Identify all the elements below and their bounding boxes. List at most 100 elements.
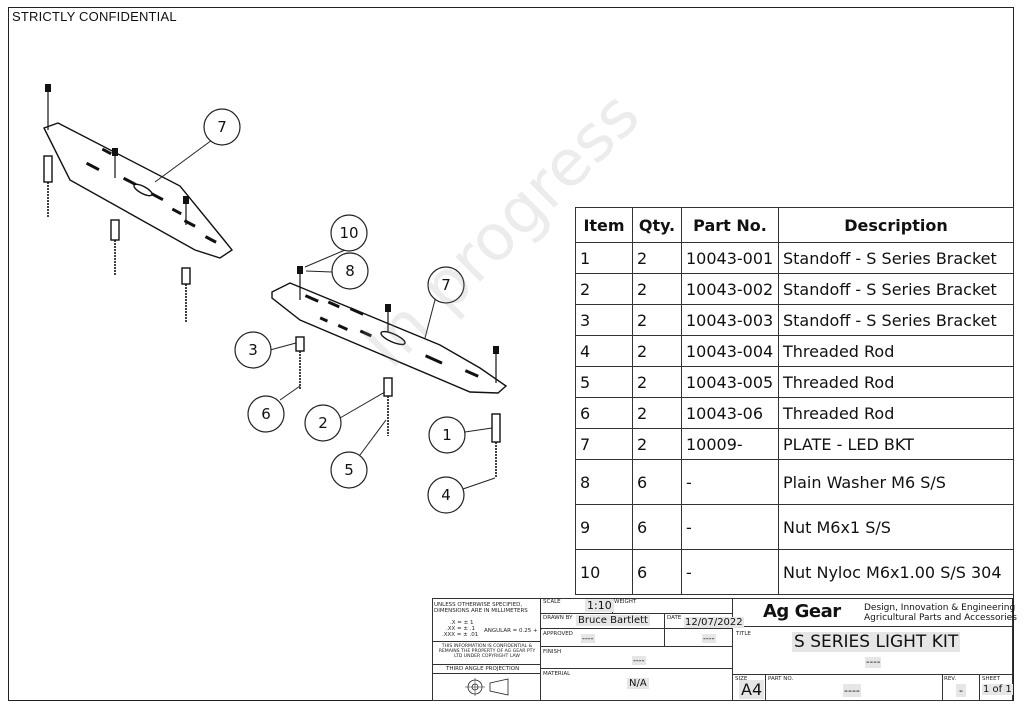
bom-header-row: Item Qty. Part No. Description bbox=[575, 207, 1014, 243]
finish-label: FINISH bbox=[543, 649, 562, 655]
tolerance-xxx: .XXX = ± .01 bbox=[442, 632, 479, 638]
approved-value: ---- bbox=[581, 634, 595, 643]
svg-text:7: 7 bbox=[217, 118, 227, 136]
rev-value: - bbox=[956, 684, 966, 697]
bom-cell: 2 bbox=[632, 304, 682, 336]
part-no-label: PART NO. bbox=[768, 676, 794, 682]
approved-label: APPROVED bbox=[543, 631, 573, 637]
svg-text:3: 3 bbox=[248, 341, 258, 359]
scale-label: SCALE bbox=[543, 599, 561, 605]
bom-cell: Nut Nyloc M6x1.00 S/S 304 bbox=[778, 549, 1014, 595]
bom-header-part-no: Part No. bbox=[681, 207, 779, 243]
bom-cell: - bbox=[681, 504, 779, 550]
tolerance-note: UNLESS OTHERWISE SPECIFIED, DIMENSIONS A… bbox=[434, 602, 528, 614]
bom-cell: 10043-004 bbox=[681, 335, 779, 367]
bom-cell: 8 bbox=[575, 459, 633, 505]
confidential-label: STRICTLY CONFIDENTIAL bbox=[12, 9, 177, 24]
lower-assembly bbox=[271, 266, 508, 478]
bom-cell: Plain Washer M6 S/S bbox=[778, 459, 1014, 505]
bom-cell: 10043-06 bbox=[681, 397, 779, 429]
bom-cell: Threaded Rod bbox=[778, 366, 1014, 398]
company-tagline-1: Design, Innovation & Engineering bbox=[864, 603, 1016, 613]
bom-cell: Threaded Rod bbox=[778, 397, 1014, 429]
bom-cell: Standoff - S Series Bracket bbox=[778, 273, 1014, 305]
tolerance-xx: .XX = ± .1 bbox=[446, 626, 475, 632]
bom-cell: 6 bbox=[632, 549, 682, 595]
bom-cell: 2 bbox=[575, 273, 633, 305]
svg-text:1: 1 bbox=[442, 426, 452, 444]
bom-cell: 10043-002 bbox=[681, 273, 779, 305]
title-label: TITLE bbox=[736, 631, 751, 637]
rev-label: REV. bbox=[944, 676, 957, 682]
drawing-title: S SERIES LIGHT KIT bbox=[792, 632, 961, 652]
svg-text:10: 10 bbox=[339, 224, 358, 242]
size-value: A4 bbox=[739, 680, 765, 699]
drawn-by-value: Bruce Bartlett bbox=[576, 615, 650, 626]
bom-cell: PLATE - LED BKT bbox=[778, 428, 1014, 460]
bom-cell: 2 bbox=[632, 273, 682, 305]
bom-cell: 2 bbox=[632, 335, 682, 367]
bom-cell: 9 bbox=[575, 504, 633, 550]
upper-assembly bbox=[43, 84, 234, 322]
confidential-note: THIS INFORMATION IS CONFIDENTIAL & REMAI… bbox=[438, 644, 536, 659]
balloon-item-5: 5 bbox=[330, 451, 368, 489]
bom-cell: 4 bbox=[575, 335, 633, 367]
balloon-item-3: 3 bbox=[234, 331, 272, 369]
drawn-by-label: DRAWN BY bbox=[543, 615, 573, 621]
bom-cell: Standoff - S Series Bracket bbox=[778, 242, 1014, 274]
balloon-item-4: 4 bbox=[427, 476, 465, 514]
bom-cell: 1 bbox=[575, 242, 633, 274]
balloon-item-10: 10 bbox=[330, 214, 368, 252]
bom-cell: 5 bbox=[575, 366, 633, 398]
material-value: N/A bbox=[627, 678, 649, 689]
sheet-label: SHEET bbox=[982, 676, 1000, 682]
bom-header-item: Item bbox=[575, 207, 633, 243]
balloon-item-6: 6 bbox=[247, 395, 285, 433]
third-angle-projection-icon bbox=[465, 678, 509, 696]
bom-cell: 7 bbox=[575, 428, 633, 460]
svg-text:2: 2 bbox=[318, 414, 328, 432]
balloon-item-1: 1 bbox=[428, 416, 466, 454]
angular-tolerance: ANGULAR = 0.25 + ° bbox=[484, 628, 543, 634]
bom-cell: 2 bbox=[632, 366, 682, 398]
size-label: SIZE bbox=[735, 676, 748, 682]
date-value: 12/07/2022 bbox=[684, 617, 744, 628]
tolerance-x: .X = ± 1 bbox=[450, 620, 474, 626]
leader-lines bbox=[154, 139, 496, 491]
drawing-subtitle: ---- bbox=[865, 657, 882, 668]
balloon-item-8: 8 bbox=[331, 252, 369, 290]
bom-cell: 10043-005 bbox=[681, 366, 779, 398]
svg-text:4: 4 bbox=[441, 486, 451, 504]
scale-value: 1:10 bbox=[585, 599, 614, 612]
sheet-value: 1 of 1 bbox=[982, 684, 1013, 695]
bom-cell: - bbox=[681, 459, 779, 505]
bom-cell: 10043-001 bbox=[681, 242, 779, 274]
approved-date-value: ---- bbox=[702, 634, 716, 643]
bom-cell: Standoff - S Series Bracket bbox=[778, 304, 1014, 336]
bom-cell: Nut M6x1 S/S bbox=[778, 504, 1014, 550]
balloon-item-7-lower: 7 bbox=[427, 266, 465, 304]
bom-cell: Threaded Rod bbox=[778, 335, 1014, 367]
bom-cell: 2 bbox=[632, 242, 682, 274]
bom-cell: 2 bbox=[632, 397, 682, 429]
svg-text:8: 8 bbox=[345, 262, 355, 280]
balloon-item-2: 2 bbox=[304, 404, 342, 442]
bom-cell: 10 bbox=[575, 549, 633, 595]
company-tagline-2: Agricultural Parts and Accessories bbox=[864, 613, 1017, 623]
balloon-item-7-upper: 7 bbox=[203, 108, 241, 146]
svg-text:6: 6 bbox=[261, 405, 271, 423]
svg-text:7: 7 bbox=[441, 276, 451, 294]
material-label: MATERIAL bbox=[543, 671, 571, 677]
finish-value: ---- bbox=[632, 656, 646, 665]
